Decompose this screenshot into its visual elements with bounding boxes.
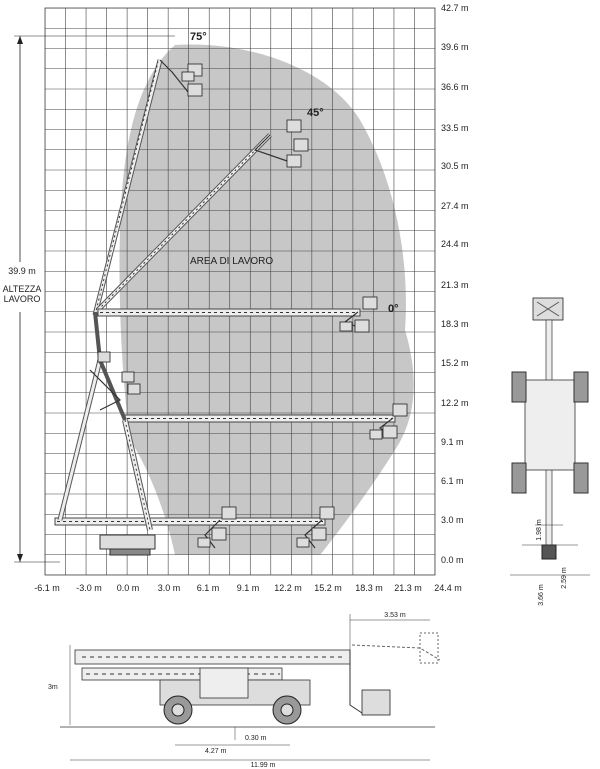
height-value: 39.9 m bbox=[8, 266, 36, 276]
y-tick-label: 42.7 m bbox=[441, 3, 469, 13]
basket-75 bbox=[181, 63, 203, 97]
side-dim-overhang: 3.53 m bbox=[384, 612, 406, 619]
y-tick-label: 9.1 m bbox=[441, 437, 464, 447]
x-tick-label: -6.1 m bbox=[34, 583, 60, 593]
x-tick-label: 18.3 m bbox=[355, 583, 383, 593]
basket-0-upper bbox=[339, 296, 378, 333]
side-dim-clearance: 0.30 m bbox=[245, 735, 267, 742]
x-tick-label: 15.2 m bbox=[314, 583, 342, 593]
x-tick-label: 24.4 m bbox=[434, 583, 462, 593]
x-tick-label: 0.0 m bbox=[117, 583, 140, 593]
chassis bbox=[99, 534, 156, 556]
grid-border bbox=[44, 7, 436, 576]
front-wheel bbox=[573, 371, 589, 403]
front-view: 1.98 m 2.59 m 3.66 m bbox=[510, 297, 590, 606]
front-wheel bbox=[511, 462, 527, 494]
side-basket bbox=[361, 689, 391, 716]
y-tick-label: 6.1 m bbox=[441, 476, 464, 486]
baskets bbox=[97, 63, 408, 548]
y-tick-label: 36.6 m bbox=[441, 82, 469, 92]
x-tick-label: 12.2 m bbox=[274, 583, 302, 593]
front-wheel bbox=[511, 371, 527, 403]
front-dim-inner: 1.98 m bbox=[536, 519, 543, 541]
front-wheel bbox=[573, 462, 589, 494]
y-tick-label: 3.0 m bbox=[441, 515, 464, 525]
work-area-chart: 42.7 m 39.6 m 36.6 m 33.5 m 30.5 m 27.4 … bbox=[3, 3, 469, 593]
height-label-line2: LAVORO bbox=[4, 294, 41, 304]
side-dim-wheelbase: 4.27 m bbox=[205, 748, 227, 755]
side-jib-extended bbox=[351, 644, 441, 661]
side-basket-dashed bbox=[419, 632, 439, 664]
height-label-line1: ALTEZZA bbox=[3, 284, 42, 294]
basket-0-middle bbox=[369, 403, 408, 440]
angle-45-label: 45° bbox=[307, 107, 324, 119]
y-tick-label: 33.5 m bbox=[441, 123, 469, 133]
y-tick-label: 30.5 m bbox=[441, 161, 469, 171]
side-cab bbox=[199, 667, 249, 699]
y-tick-label: 18.3 m bbox=[441, 319, 469, 329]
basket-low-1 bbox=[197, 506, 237, 548]
side-dim-length: 11.99 m bbox=[251, 762, 276, 769]
y-tick-label: 12.2 m bbox=[441, 398, 469, 408]
y-tick-labels: 42.7 m 39.6 m 36.6 m 33.5 m 30.5 m 27.4 … bbox=[441, 3, 469, 565]
y-tick-label: 24.4 m bbox=[441, 239, 469, 249]
y-tick-label: 27.4 m bbox=[441, 201, 469, 211]
work-area-label: AREA DI LAVORO bbox=[190, 256, 273, 267]
front-chassis bbox=[524, 379, 576, 471]
angle-0-label: 0° bbox=[388, 303, 399, 315]
x-tick-labels: -6.1 m -3.0 m 0.0 m 3.0 m 6.1 m 9.1 m 12… bbox=[34, 583, 462, 593]
y-tick-label: 15.2 m bbox=[441, 358, 469, 368]
boom-0-lower bbox=[54, 517, 326, 549]
x-tick-label: 21.3 m bbox=[394, 583, 422, 593]
side-dim-height: 3m bbox=[48, 684, 58, 691]
y-tick-label: 21.3 m bbox=[441, 280, 469, 290]
front-dim-track: 2.59 m bbox=[561, 567, 568, 589]
basket-riser bbox=[97, 351, 141, 395]
work-area-envelope bbox=[119, 44, 414, 556]
y-tick-label: 0.0 m bbox=[441, 555, 464, 565]
height-dimension: 39.9 m ALTEZZA LAVORO bbox=[3, 35, 175, 563]
basket-45 bbox=[286, 119, 309, 168]
x-tick-label: 6.1 m bbox=[197, 583, 220, 593]
basket-low-2 bbox=[296, 506, 335, 548]
grid bbox=[45, 8, 435, 575]
angle-75-label: 75° bbox=[190, 31, 207, 43]
x-tick-label: 3.0 m bbox=[158, 583, 181, 593]
boom-45 bbox=[96, 133, 291, 312]
boom-75 bbox=[92, 59, 189, 316]
x-tick-label: 9.1 m bbox=[237, 583, 260, 593]
x-tick-label: -3.0 m bbox=[76, 583, 102, 593]
side-view: 3.53 m 3m 0.30 m 4.27 m 11.99 m bbox=[48, 612, 441, 769]
front-dim-outer: 3.66 m bbox=[538, 584, 545, 606]
front-counterweight bbox=[541, 544, 557, 560]
y-tick-label: 39.6 m bbox=[441, 42, 469, 52]
